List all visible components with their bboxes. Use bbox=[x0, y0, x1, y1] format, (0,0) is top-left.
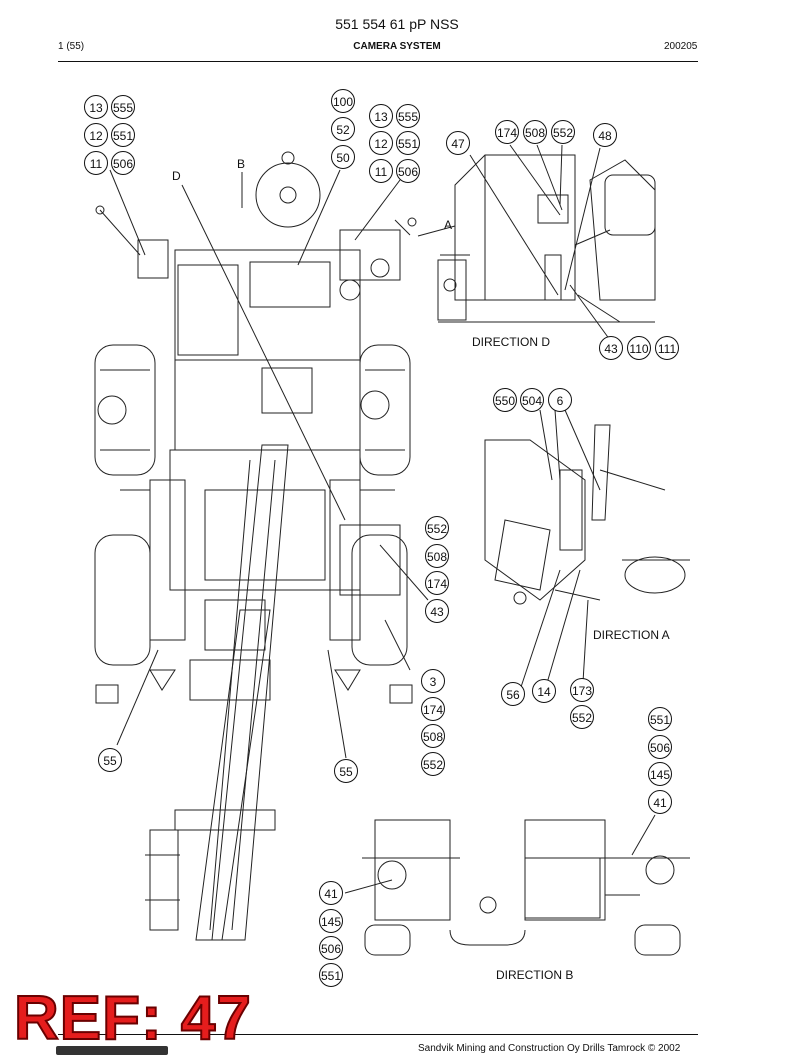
view-letter-d: D bbox=[172, 169, 181, 183]
callout-main-left-2: 12 bbox=[84, 123, 108, 147]
callout-dir-b-left-1: 145 bbox=[319, 909, 343, 933]
callout-far-right-1: 506 bbox=[648, 735, 672, 759]
callout-dir-b-left-3: 551 bbox=[319, 963, 343, 987]
callout-lower-mid-1: 174 bbox=[421, 697, 445, 721]
document-title: 551 554 61 pP NSS bbox=[335, 16, 459, 32]
callout-far-right-2: 145 bbox=[648, 762, 672, 786]
callout-dir-d-top-1: 508 bbox=[523, 120, 547, 144]
callout-main-left-4: 11 bbox=[84, 151, 108, 175]
view-letter-b: B bbox=[237, 157, 246, 171]
callout-lower-mid-2: 508 bbox=[421, 724, 445, 748]
ref-stamp: REF: 47 bbox=[13, 984, 252, 1053]
callout-dir-a-bottom-2: 173 bbox=[570, 678, 594, 702]
document-code: 200205 bbox=[664, 41, 698, 52]
footer-rule bbox=[58, 1034, 698, 1035]
company-logo bbox=[56, 1046, 168, 1055]
callout-dir-d-top-2: 552 bbox=[551, 120, 575, 144]
direction-a-label: DIRECTION A bbox=[593, 628, 670, 642]
callout-main-left-0: 13 bbox=[84, 95, 108, 119]
callout-main-right-2: 12 bbox=[369, 131, 393, 155]
callout-main-center-1: 52 bbox=[331, 117, 355, 141]
callout-lower-mid-0: 3 bbox=[421, 669, 445, 693]
callout-dir-d-bottom-2: 111 bbox=[655, 336, 679, 360]
main-view bbox=[94, 151, 456, 941]
direction-d-view bbox=[437, 144, 656, 341]
direction-b-label: DIRECTION B bbox=[496, 968, 574, 982]
page-number: 1 (55) bbox=[58, 41, 85, 52]
callout-far-right-0: 551 bbox=[648, 707, 672, 731]
header-rule bbox=[58, 61, 698, 62]
callout-dir-a-top-2: 6 bbox=[548, 388, 572, 412]
callout-main-center-2: 50 bbox=[331, 145, 355, 169]
callout-main-right-3: 551 bbox=[396, 131, 420, 155]
callout-main-left-5: 506 bbox=[111, 151, 135, 175]
view-letter-a: A bbox=[444, 218, 453, 232]
section-title: CAMERA SYSTEM bbox=[353, 41, 441, 52]
direction-d-label: DIRECTION D bbox=[472, 335, 550, 349]
callout-dir-b-left-2: 506 bbox=[319, 936, 343, 960]
callout-right-column-3: 43 bbox=[425, 599, 449, 623]
callout-main-right-1: 555 bbox=[396, 104, 420, 128]
callout-far-right-3: 41 bbox=[648, 790, 672, 814]
callout-main-left-1: 555 bbox=[111, 95, 135, 119]
direction-b-view bbox=[344, 814, 690, 956]
callout-dir-a-bottom-0: 56 bbox=[501, 682, 525, 706]
callout-dir-d-top-4: 47 bbox=[446, 131, 470, 155]
callout-dir-a-bottom-1: 14 bbox=[532, 679, 556, 703]
callout-dir-d-bottom-1: 110 bbox=[627, 336, 651, 360]
callout-dir-b-left-0: 41 bbox=[319, 881, 343, 905]
callout-right-column-0: 552 bbox=[425, 516, 449, 540]
callout-dir-d-bottom-0: 43 bbox=[599, 336, 623, 360]
callout-main-right-0: 13 bbox=[369, 104, 393, 128]
copyright-footer: Sandvik Mining and Construction Oy Drill… bbox=[418, 1043, 681, 1054]
callout-feet-right: 55 bbox=[334, 759, 358, 783]
callout-lower-mid-3: 552 bbox=[421, 752, 445, 776]
callout-dir-a-bottom-3: 552 bbox=[570, 705, 594, 729]
callout-main-right-4: 11 bbox=[369, 159, 393, 183]
callout-main-center-0: 100 bbox=[331, 89, 355, 113]
callout-dir-d-top-0: 174 bbox=[495, 120, 519, 144]
callout-dir-d-top-3: 48 bbox=[593, 123, 617, 147]
callout-right-column-1: 508 bbox=[425, 544, 449, 568]
callout-main-right-5: 506 bbox=[396, 159, 420, 183]
callout-dir-a-top-1: 504 bbox=[520, 388, 544, 412]
callout-feet-left: 55 bbox=[98, 748, 122, 772]
direction-a-view bbox=[484, 409, 690, 691]
callout-right-column-2: 174 bbox=[425, 571, 449, 595]
callout-dir-a-top-0: 550 bbox=[493, 388, 517, 412]
callout-main-left-3: 551 bbox=[111, 123, 135, 147]
